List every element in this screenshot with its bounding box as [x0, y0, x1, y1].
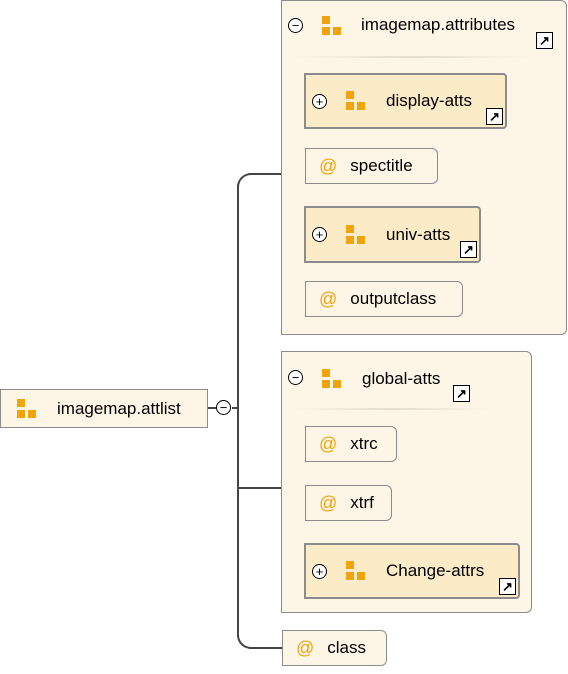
- group-header-divider: [292, 56, 532, 58]
- node-xtrf-label: xtrf: [350, 493, 374, 512]
- node-class[interactable]: @ class: [282, 630, 387, 666]
- group-global-atts-label: global-atts: [362, 369, 441, 388]
- expand-toggle[interactable]: +: [312, 93, 327, 109]
- connector-vertical: [237, 185, 239, 637]
- attribute-icon: @: [319, 288, 338, 309]
- node-change-attrs-label: Change-attrs: [386, 561, 485, 580]
- node-display-atts-label: display-atts: [386, 91, 472, 110]
- connector-to-class: [249, 647, 282, 649]
- root-node-imagemap-attlist[interactable]: imagemap.attlist: [0, 389, 208, 428]
- root-collapse-toggle[interactable]: −: [216, 400, 231, 415]
- expand-toggle[interactable]: +: [312, 227, 327, 242]
- expand-toggle[interactable]: +: [312, 563, 327, 579]
- plus-icon: +: [315, 227, 324, 242]
- attribute-group-icon: [346, 91, 366, 111]
- group-imagemap-attributes-label: imagemap.attributes: [361, 15, 516, 34]
- node-univ-atts-label: univ-atts: [386, 224, 451, 244]
- attribute-group-icon: [17, 398, 37, 419]
- node-spectitle[interactable]: @ spectitle: [305, 148, 438, 184]
- node-display-atts[interactable]: + display-atts ↗: [304, 73, 507, 129]
- node-xtrc[interactable]: @ xtrc: [305, 426, 397, 462]
- group-header-divider: [292, 408, 492, 410]
- plus-icon: +: [315, 93, 324, 109]
- connector-root-out: [207, 407, 216, 409]
- node-xtrf[interactable]: @ xtrf: [305, 485, 392, 521]
- root-node-label: imagemap.attlist: [57, 398, 181, 418]
- arrow-glyph: ↗: [502, 578, 513, 594]
- connector-toggle-out: [232, 407, 239, 409]
- attribute-icon: @: [296, 637, 315, 658]
- node-spectitle-label: spectitle: [350, 156, 413, 175]
- connector-to-imagemap-attributes: [249, 173, 281, 175]
- minus-icon: −: [219, 400, 228, 415]
- arrow-glyph: ↗: [489, 108, 500, 124]
- arrow-glyph: ↗: [463, 241, 474, 257]
- connector-top-curve: [237, 173, 251, 187]
- attribute-group-icon: [346, 561, 366, 581]
- node-outputclass-label: outputclass: [350, 289, 437, 308]
- node-xtrc-label: xtrc: [350, 434, 378, 453]
- node-change-attrs[interactable]: + Change-attrs ↗: [304, 543, 520, 599]
- arrow-glyph: ↗: [456, 385, 467, 401]
- node-class-label: class: [327, 638, 367, 657]
- node-outputclass[interactable]: @ outputclass: [305, 281, 463, 317]
- group-imagemap-attributes-collapse-toggle[interactable]: −: [288, 18, 303, 33]
- external-link-icon[interactable]: ↗: [486, 108, 503, 125]
- connector-to-global-atts: [237, 487, 281, 489]
- attribute-icon: @: [319, 155, 338, 176]
- arrow-glyph: ↗: [539, 32, 550, 48]
- group-global-atts-collapse-toggle[interactable]: −: [288, 370, 303, 385]
- external-link-icon[interactable]: ↗: [460, 241, 477, 258]
- attribute-group-icon: [346, 224, 366, 245]
- node-univ-atts[interactable]: + univ-atts ↗: [304, 206, 481, 263]
- attribute-icon: @: [319, 492, 338, 513]
- minus-icon: −: [291, 370, 300, 385]
- external-link-icon[interactable]: ↗: [536, 32, 553, 49]
- minus-icon: −: [291, 18, 300, 33]
- plus-icon: +: [315, 563, 324, 579]
- external-link-icon[interactable]: ↗: [453, 385, 470, 402]
- external-link-icon[interactable]: ↗: [499, 578, 516, 595]
- attribute-icon: @: [319, 433, 338, 454]
